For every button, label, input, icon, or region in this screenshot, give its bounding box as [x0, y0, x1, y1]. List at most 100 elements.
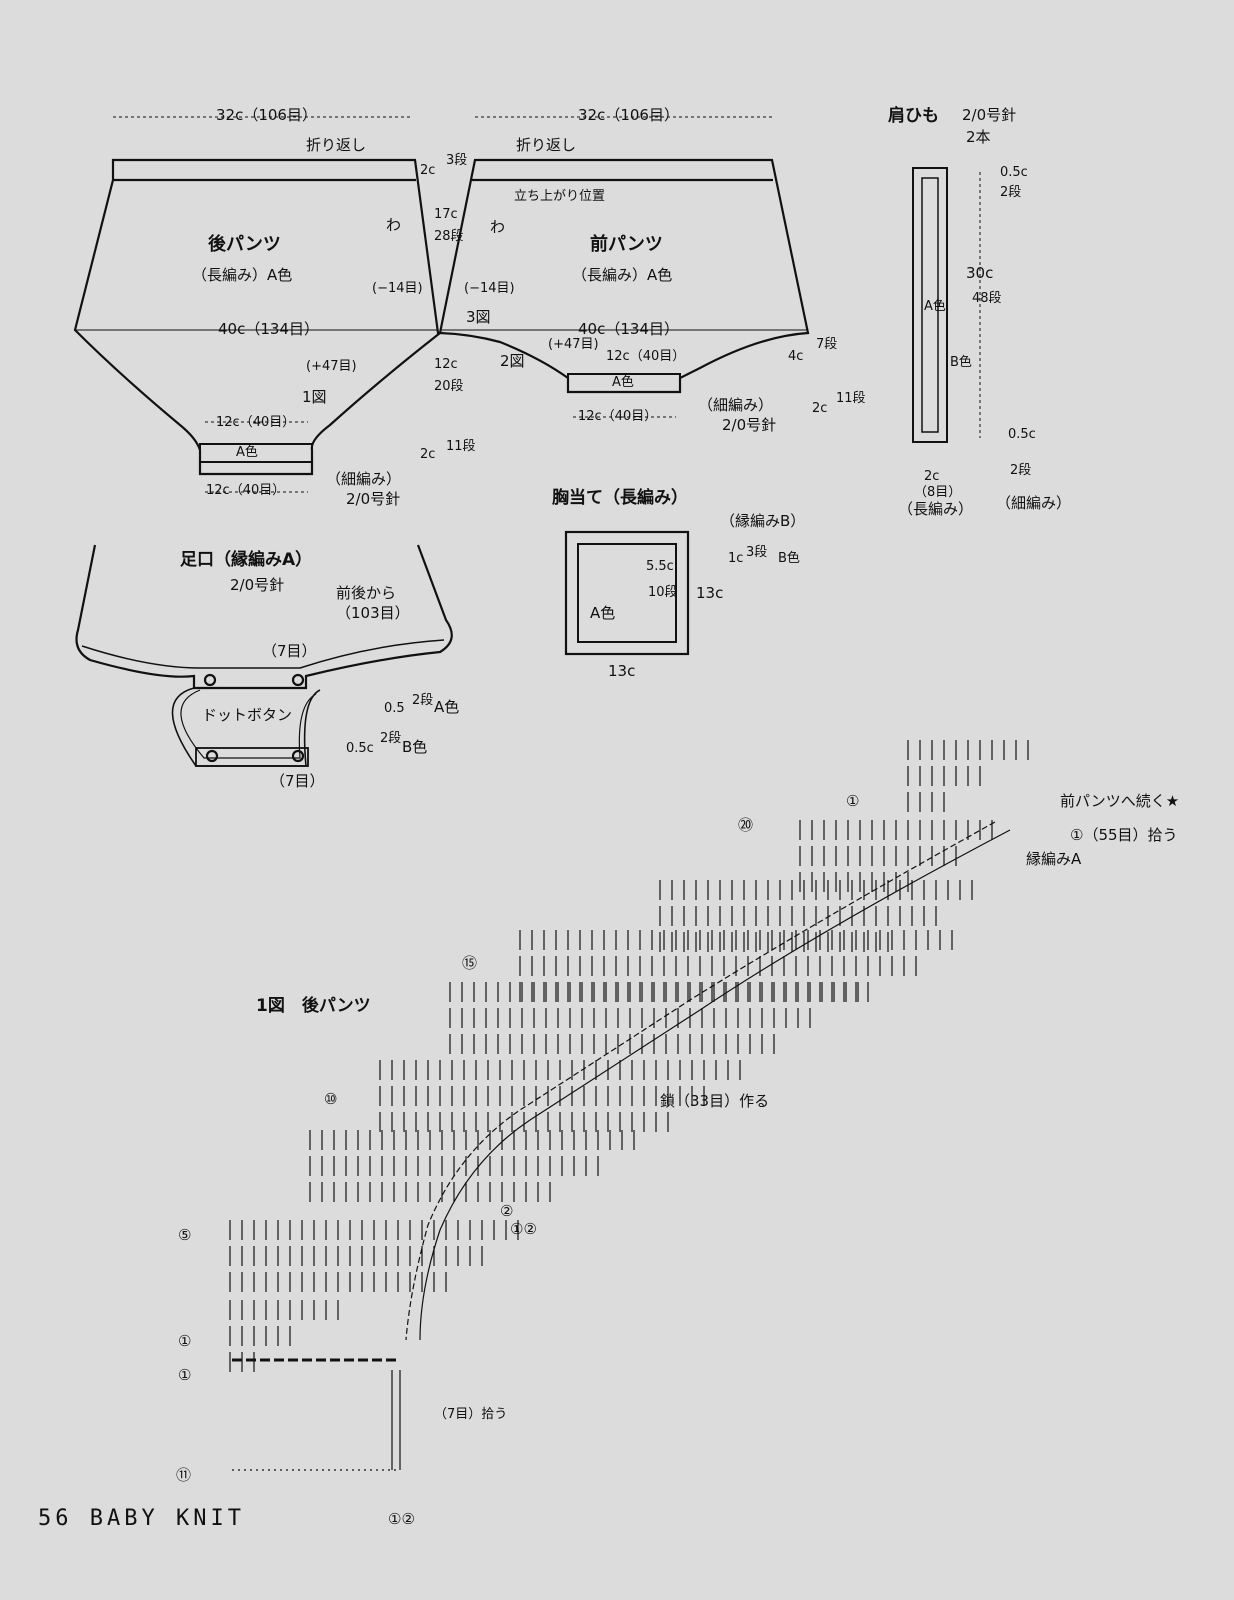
pick-55-label: ①（55目）拾う	[1070, 826, 1178, 844]
back-decrease: (−14目)	[372, 281, 423, 296]
leg-2rows-b: 2段	[380, 731, 402, 746]
front-title: 前パンツ	[590, 234, 663, 255]
dim-20rows: 20段	[434, 379, 464, 394]
bib-color-b: B色	[778, 551, 800, 566]
strap-count: 2本	[966, 128, 991, 146]
bib-1c: 1c	[728, 551, 744, 566]
bib-3rows: 3段	[746, 545, 768, 560]
back-wa: わ	[386, 216, 402, 234]
dim-12c: 12c	[434, 357, 458, 372]
back-panty-outline	[73, 158, 444, 476]
strap-30c: 30c	[966, 264, 994, 282]
dim-11rows-b: 11段	[836, 391, 866, 406]
leg-7st-top: （7目）	[262, 642, 317, 660]
strap-top-2rows: 2段	[1000, 185, 1022, 200]
back-crotch-color: A色	[236, 445, 258, 460]
row-1-top: ①	[846, 792, 860, 810]
bib-title: 胸当て（長編み）	[552, 488, 688, 508]
chart-title: 1図 後パンツ	[256, 996, 371, 1016]
strap-title: 肩ひも	[888, 106, 939, 126]
back-crotch-top: 12c（40目）	[216, 415, 296, 430]
back-needle: 2/0号針	[346, 490, 401, 508]
page-footer: 56 BABY KNIT	[38, 1506, 245, 1531]
snap-button-label: ドットボタン	[202, 706, 293, 724]
row-1-bottom: ①	[178, 1366, 192, 1384]
edge-a-label: 縁編みA	[1026, 850, 1082, 868]
bib-edge-label: （縁編みB）	[720, 512, 806, 530]
leg-needle: 2/0号針	[230, 576, 285, 594]
back-waist-width: 40c（134目）	[218, 320, 319, 338]
front-width-label: 32c（106目）	[578, 106, 679, 124]
fig3-label: 3図	[466, 308, 491, 326]
back-increase: (+47目)	[306, 359, 357, 374]
dim-2c: 2c	[420, 163, 436, 178]
leg-from: 前後から	[336, 584, 397, 602]
strap-dc-label: （長編み）	[898, 500, 974, 518]
chain-33-label: 鎖（33目）作る	[660, 1092, 770, 1110]
row-11: ⑪	[176, 1466, 192, 1484]
bib-10rows: 10段	[648, 585, 678, 600]
strap-outline	[912, 167, 948, 443]
row-10: ⑩	[324, 1090, 338, 1108]
stitch-chart-rows	[229, 740, 1029, 1372]
dim-2c-c: 2c	[812, 401, 828, 416]
chart-seam	[419, 829, 1011, 1341]
back-title: 後パンツ	[208, 234, 281, 255]
leg-05: 0.5	[384, 701, 405, 716]
row-12-mark: ①②	[510, 1220, 537, 1238]
back-width-label: 32c（106目）	[216, 106, 317, 124]
strap-color-a: A色	[924, 299, 946, 314]
pick-7-label: （7目）拾う	[434, 1407, 508, 1422]
fig2-label: 2図	[500, 352, 525, 370]
dim-4c: 4c	[788, 349, 804, 364]
leg-2rows: 2段	[412, 693, 434, 708]
tachiagari-label: 立ち上がり位置	[514, 189, 606, 204]
row-20: ⑳	[738, 816, 754, 834]
back-sc-label: （細編み）	[326, 470, 402, 488]
dim-28rows: 28段	[434, 229, 464, 244]
leg-05c: 0.5c	[346, 741, 374, 756]
leg-7st-bottom: （7目）	[270, 772, 325, 790]
leg-color-b: B色	[402, 738, 428, 756]
row-15: ⑮	[462, 954, 478, 972]
front-crotch-color: A色	[612, 375, 634, 390]
dim-2c-b: 2c	[420, 447, 436, 462]
back-subtitle: （長編み）A色	[192, 266, 293, 284]
strap-sc-label: （細編み）	[996, 494, 1072, 512]
strap-8st: （8目）	[914, 485, 962, 500]
strap-top-05c: 0.5c	[1000, 165, 1028, 180]
leg-title: 足口（縁編みA）	[180, 550, 313, 570]
bib-height: 13c	[696, 584, 724, 602]
strap-bot-2rows: 2段	[1010, 463, 1032, 478]
leg-outline	[75, 544, 453, 690]
strap-2c: 2c	[924, 469, 940, 484]
bib-55c: 5.5c	[646, 559, 674, 574]
strap-color-b: B色	[950, 355, 972, 370]
strap-48rows: 48段	[972, 291, 1002, 306]
front-panty-outline	[438, 158, 810, 394]
front-increase: (+47目)	[548, 337, 599, 352]
bib-color-a: A色	[590, 604, 616, 622]
front-subtitle: （長編み）A色	[572, 266, 673, 284]
bib-width: 13c	[608, 662, 636, 680]
continue-front-label: 前パンツへ続く★	[1060, 792, 1180, 810]
dim-17c: 17c	[434, 207, 458, 222]
back-fold-label: 折り返し	[306, 136, 367, 154]
front-crotch-bottom: 12c（40目）	[578, 409, 658, 424]
front-wa: わ	[490, 218, 506, 236]
row-1-mid: ①	[178, 1332, 192, 1350]
leg-color-a: A色	[434, 698, 460, 716]
front-decrease: (−14目)	[464, 281, 515, 296]
fig1-label: 1図	[302, 388, 327, 406]
leg-103st: （103目）	[336, 604, 410, 622]
dim-11rows: 11段	[446, 439, 476, 454]
row-2-mark: ②	[500, 1202, 514, 1220]
strap-bot-05c: 0.5c	[1008, 427, 1036, 442]
front-crotch-top: 12c（40目）	[606, 349, 686, 364]
front-waist-width: 40c（134目）	[578, 320, 679, 338]
front-fold-label: 折り返し	[516, 136, 577, 154]
strap-needle: 2/0号針	[962, 106, 1017, 124]
front-needle: 2/0号針	[722, 416, 777, 434]
